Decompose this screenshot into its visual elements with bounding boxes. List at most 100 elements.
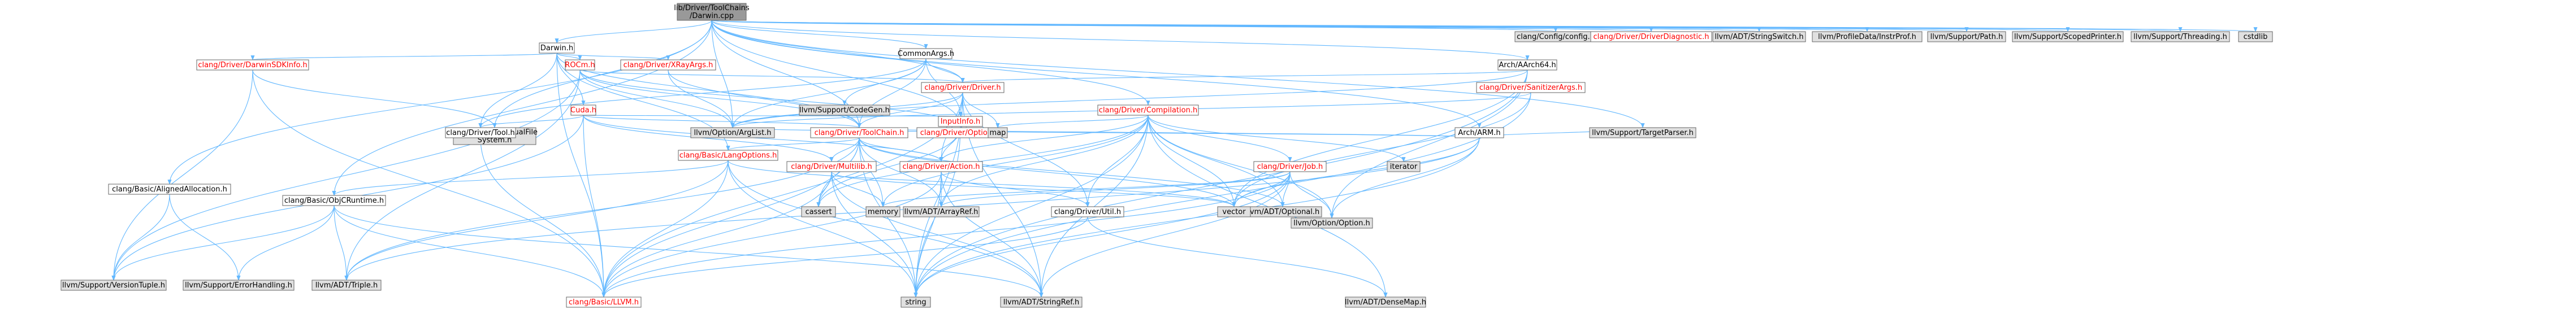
node-stringref[interactable]: llvm/ADT/StringRef.h — [1000, 297, 1083, 308]
node-alignedalloc[interactable]: clang/Basic/AlignedAllocation.h — [108, 184, 231, 195]
node-objcruntime[interactable]: clang/Basic/ObjCRuntime.h — [282, 195, 386, 206]
node-label: memory — [868, 208, 899, 216]
node-label: llvm/Support/CodeGen.h — [799, 106, 890, 115]
node-label: string — [905, 298, 926, 307]
node-darwin[interactable]: Darwin.h — [539, 42, 575, 54]
edge-darwin-to-tool — [478, 53, 557, 128]
node-label: clang/Basic/LangOptions.h — [679, 151, 777, 160]
node-arm[interactable]: Arch/ARM.h — [1454, 127, 1504, 138]
edge-commonargs-to-tool — [478, 58, 927, 128]
node-label: clang/Driver/Options.h — [920, 129, 1003, 137]
edge-compilation-to-arrayref — [939, 115, 1149, 207]
node-instrprof[interactable]: llvm/ProfileData/InstrProf.h — [1812, 31, 1923, 42]
node-targetparser[interactable]: llvm/Support/TargetParser.h — [1589, 127, 1696, 138]
edge-multilib-to-stringref — [831, 171, 1044, 298]
node-driverh[interactable]: clang/Driver/Driver.h — [921, 82, 1005, 93]
edge-root-to-options — [711, 20, 964, 128]
node-label: clang/Driver/Action.h — [902, 163, 980, 171]
node-threading[interactable]: llvm/Support/Threading.h — [2131, 31, 2230, 42]
node-scopedprinter[interactable]: llvm/Support/ScopedPrinter.h — [2012, 31, 2124, 42]
node-box — [903, 206, 980, 217]
node-xray[interactable]: clang/Driver/XRayArgs.h — [620, 59, 716, 71]
node-llvmh[interactable]: clang/Basic/LLVM.h — [566, 297, 642, 308]
node-label: clang/Driver/Compilation.h — [1099, 106, 1197, 115]
node-iterator[interactable]: iterator — [1387, 161, 1421, 172]
edge-toolchain-to-memory — [859, 137, 885, 207]
node-label: llvm/Support/Threading.h — [2133, 33, 2227, 41]
node-commonargs[interactable]: CommonArgs.h — [898, 48, 954, 59]
edge-objcruntime-to-versiontuple — [111, 205, 335, 281]
node-cassert[interactable]: cassert — [801, 206, 836, 217]
node-multilib[interactable]: clang/Driver/Multilib.h — [786, 161, 877, 172]
edge-job-to-arrayref — [939, 171, 1291, 207]
node-box — [921, 82, 1005, 93]
edge-aarch64-to-string — [913, 69, 1528, 298]
node-tool[interactable]: clang/Driver/Tool.h — [445, 127, 516, 138]
node-options[interactable]: clang/Driver/Options.h — [916, 127, 1007, 138]
node-label: clang/Driver/SanitizerArgs.h — [1479, 84, 1582, 92]
node-cstdlib[interactable]: cstdlib — [2238, 31, 2273, 42]
node-box — [1454, 127, 1504, 138]
edge-aarch64-to-optionh — [1330, 69, 1528, 219]
node-compilation[interactable]: clang/Driver/Compilation.h — [1097, 104, 1199, 116]
node-vector[interactable]: vector — [1217, 206, 1251, 217]
node-job[interactable]: clang/Driver/Job.h — [1253, 161, 1327, 172]
node-label: llvm/ADT/StringRef.h — [1003, 298, 1079, 307]
node-versiontuple[interactable]: llvm/Support/VersionTuple.h — [60, 280, 167, 291]
edge-arm-to-arglist — [731, 127, 1480, 138]
edge-util-to-densemap — [1087, 216, 1388, 298]
node-config[interactable]: clang/Config/config.h — [1514, 31, 1597, 42]
node-path[interactable]: llvm/Support/Path.h — [1927, 31, 2006, 42]
node-sanitizer[interactable]: clang/Driver/SanitizerArgs.h — [1476, 82, 1586, 93]
node-diagnostic[interactable]: clang/Driver/DriverDiagnostic.h — [1590, 31, 1712, 42]
node-box — [1927, 31, 2006, 42]
node-optional[interactable]: llvm/ADT/Optional.h — [1243, 206, 1322, 217]
node-triple[interactable]: llvm/ADT/Triple.h — [311, 280, 382, 291]
edge-multilib-to-memory — [831, 171, 885, 207]
node-map[interactable]: map — [988, 127, 1008, 138]
edge-toolchain-to-arrayref — [859, 137, 943, 207]
dependency-edges — [111, 20, 2257, 298]
edge-compilation-to-memory — [881, 115, 1149, 207]
node-label: clang/Driver/Job.h — [1257, 163, 1323, 171]
node-box — [1345, 297, 1426, 308]
node-util[interactable]: clang/Driver/Util.h — [1051, 206, 1124, 217]
node-arglist[interactable]: llvm/Option/ArgList.h — [690, 127, 775, 138]
node-string[interactable]: string — [900, 297, 931, 308]
node-stringswitch[interactable]: llvm/ADT/StringSwitch.h — [1712, 31, 1806, 42]
node-label: clang/Driver/XRayArgs.h — [624, 61, 713, 69]
edge-driverh-to-toolchain — [857, 92, 963, 128]
node-darwinsdk[interactable]: clang/Driver/DarwinSDKInfo.h — [196, 59, 309, 71]
node-label: Arch/ARM.h — [1458, 129, 1500, 137]
node-toolchain[interactable]: clang/Driver/ToolChain.h — [810, 127, 908, 138]
node-langopts[interactable]: clang/Basic/LangOptions.h — [678, 150, 778, 161]
edge-job-to-memory — [881, 171, 1291, 207]
node-memory[interactable]: memory — [865, 206, 900, 217]
node-optionh[interactable]: llvm/Option/Option.h — [1291, 217, 1373, 229]
node-inputinfo[interactable]: InputInfo.h — [938, 116, 983, 127]
edge-sanitizer-to-string — [913, 92, 1531, 298]
node-rocm[interactable]: ROCm.h — [565, 59, 595, 71]
node-errorhandling[interactable]: llvm/Support/ErrorHandling.h — [183, 280, 295, 291]
node-label: llvm/Support/ErrorHandling.h — [185, 281, 292, 290]
node-cuda[interactable]: Cuda.h — [570, 104, 596, 116]
edge-compilation-to-job — [1148, 115, 1292, 162]
edge-commonargs-to-driverh — [925, 58, 965, 83]
edge-arm-to-string — [913, 137, 1480, 298]
edge-multilib-to-string — [831, 171, 918, 298]
edge-darwin-to-darwinsdk — [251, 53, 557, 60]
node-action[interactable]: clang/Driver/Action.h — [899, 161, 983, 172]
node-label: System.h — [478, 136, 512, 145]
node-densemap[interactable]: llvm/ADT/DenseMap.h — [1345, 297, 1426, 308]
edge-action-to-util — [941, 171, 1090, 207]
node-box — [196, 59, 309, 71]
node-arrayref[interactable]: llvm/ADT/ArrayRef.h — [903, 206, 980, 217]
node-box — [1097, 104, 1199, 116]
node-box — [988, 127, 1008, 138]
edge-darwin-to-xray — [556, 53, 670, 60]
node-codegen[interactable]: llvm/Support/CodeGen.h — [799, 104, 890, 116]
edge-cuda-to-toolchain — [583, 115, 861, 128]
node-aarch64[interactable]: Arch/AArch64.h — [1497, 59, 1557, 71]
node-box — [2238, 31, 2273, 42]
node-label: llvm/Support/Path.h — [1930, 33, 2003, 41]
